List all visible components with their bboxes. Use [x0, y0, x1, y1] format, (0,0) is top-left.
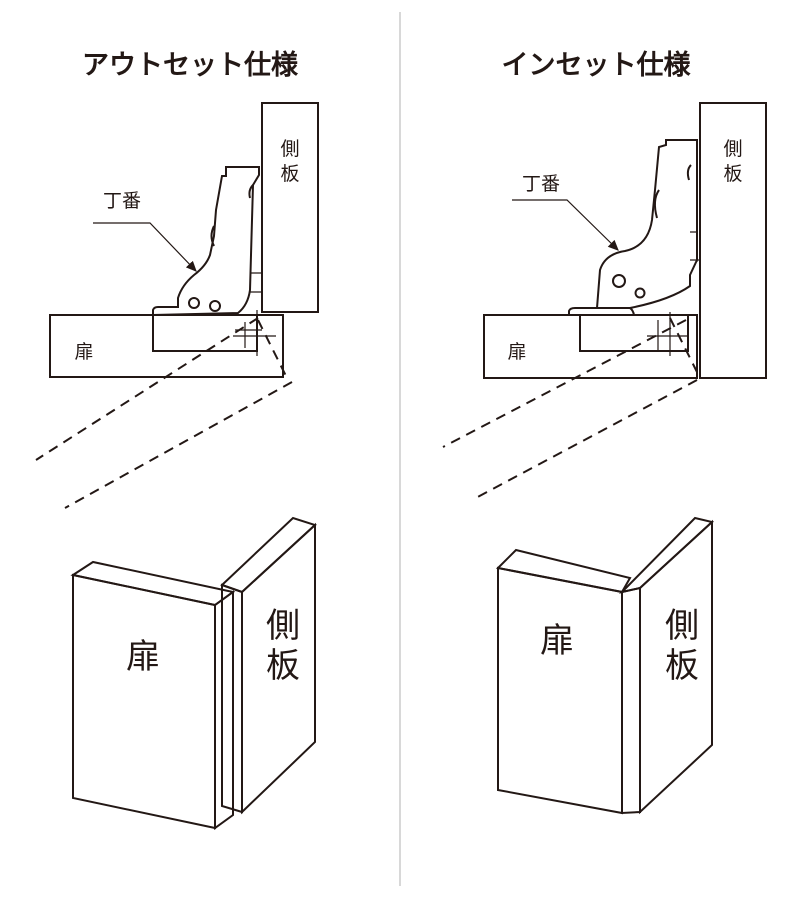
outset-side-panel-3d-label-1: 側: [266, 606, 300, 646]
inset-side-panel: [699, 102, 767, 379]
outset-projection-line: [35, 317, 259, 461]
inset-side-panel-3d-label-2: 板: [665, 646, 699, 686]
inset-hinge-leader-arrow: [512, 199, 619, 251]
outset-hinge: [152, 166, 276, 356]
outset-door-3d-top: [70, 560, 236, 607]
inset-side-panel-label-1: 側: [723, 138, 742, 160]
outset-hinge-cup-pocket: [152, 314, 258, 352]
outset-side-panel-3d-label-2: 板: [266, 646, 300, 686]
inset-3d-view: [495, 516, 715, 815]
inset-door-3d-front: [497, 566, 623, 815]
inset-door-3d-label: 扉: [540, 621, 574, 661]
outset-door-3d-label: 扉: [126, 637, 160, 677]
inset-side-panel-label-2: 板: [723, 163, 742, 185]
outset-3d-view: [70, 516, 317, 830]
inset-door-label: 扉: [507, 341, 526, 363]
inset-hinge-label: 丁番: [522, 173, 560, 195]
outset-door-3d-front: [72, 573, 216, 830]
outset-side-panel-label-2: 板: [280, 163, 299, 185]
inset-title: インセット仕様: [502, 50, 692, 81]
inset-section: インセット仕様 側 板 扉 丁番 扉 側 板: [442, 50, 767, 815]
outset-hinge-label: 丁番: [103, 190, 141, 212]
outset-projection-line: [64, 319, 293, 509]
outset-title: アウトセット仕様: [82, 50, 299, 81]
outset-door-label: 扉: [74, 341, 93, 363]
inset-projection-line: [442, 319, 687, 448]
outset-section: アウトセット仕様 側 板 扉 丁番 扉 側: [35, 50, 319, 830]
outset-side-panel: [261, 102, 319, 313]
inset-side-panel-3d-label-1: 側: [665, 606, 699, 646]
outset-side-panel-label-1: 側: [280, 138, 299, 160]
inset-projection-line: [471, 317, 698, 501]
outset-hinge-leader-arrow: [93, 222, 197, 272]
